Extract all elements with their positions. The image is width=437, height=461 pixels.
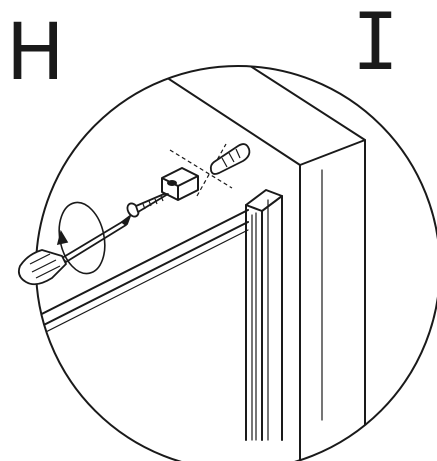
door-panel-icon: [36, 209, 249, 351]
wall-profile-icon: [245, 189, 283, 441]
wall-plug-icon: [209, 143, 251, 175]
step-label-h: H: [6, 8, 65, 98]
wall-clip-icon: [161, 167, 199, 201]
rotation-arrow-icon: [56, 201, 106, 275]
screw-icon: [126, 193, 169, 218]
step-label-i: I: [352, 0, 399, 88]
wall-icon: [139, 66, 366, 461]
screwdriver-icon: [17, 215, 131, 286]
detail-circle: [35, 65, 437, 461]
